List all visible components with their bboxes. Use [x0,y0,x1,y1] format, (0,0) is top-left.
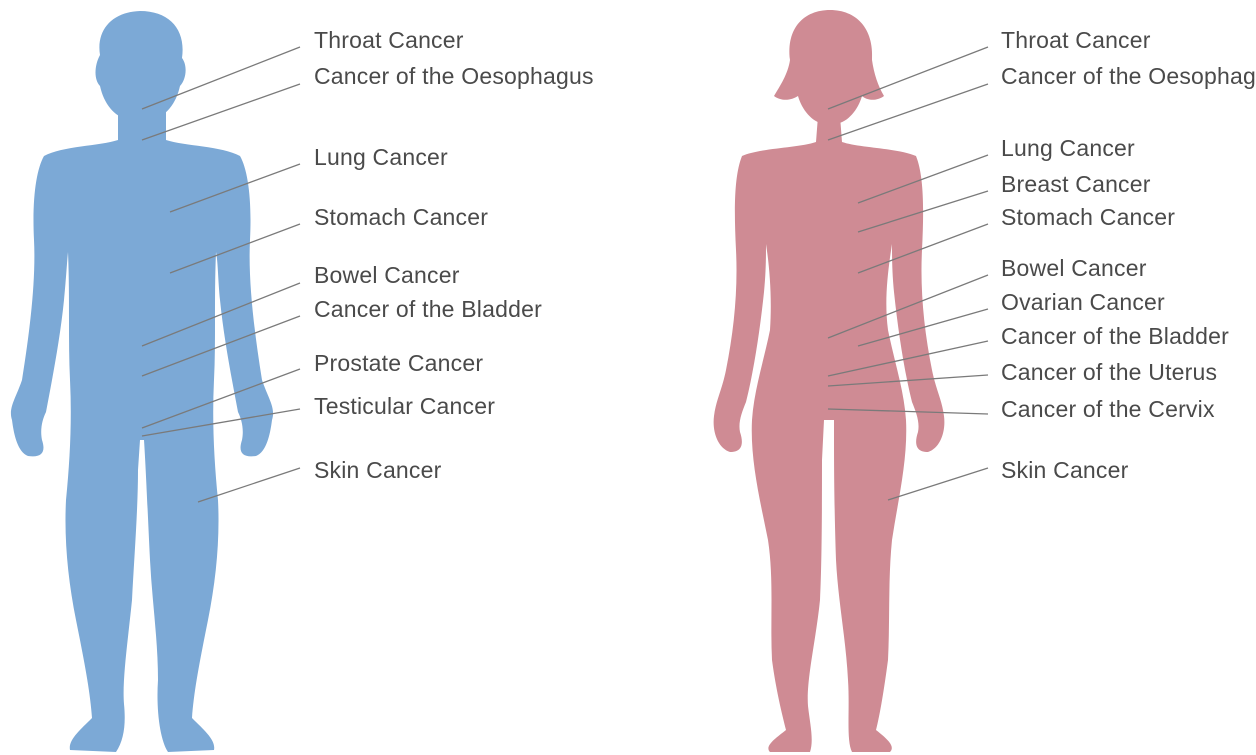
female-cancer-label: Skin Cancer [1001,457,1129,483]
male-cancer-label: Cancer of the Bladder [314,296,542,322]
female-cancer-label: Cancer of the Bladder [1001,323,1229,349]
male-cancer-label: Lung Cancer [314,144,448,170]
female-cancer-label: Cancer of the Oesophagus [1001,63,1256,89]
male-cancer-label: Cancer of the Oesophagus [314,63,594,89]
male-cancer-label: Prostate Cancer [314,350,483,376]
female-head [774,10,884,124]
male-cancer-label: Testicular Cancer [314,393,495,419]
male-cancer-label: Bowel Cancer [314,262,460,288]
male-cancer-label: Skin Cancer [314,457,442,483]
male-body-silhouette [11,11,273,752]
male-cancer-label: Throat Cancer [314,27,464,53]
male-head [96,11,186,120]
female-cancer-label: Cancer of the Uterus [1001,359,1217,385]
female-cancer-label: Throat Cancer [1001,27,1151,53]
male-torso [11,110,273,752]
female-cancer-label: Bowel Cancer [1001,255,1147,281]
female-cancer-label: Breast Cancer [1001,171,1151,197]
female-cancer-label: Cancer of the Cervix [1001,396,1215,422]
female-cancer-label: Stomach Cancer [1001,204,1175,230]
male-cancer-label: Stomach Cancer [314,204,488,230]
female-torso [714,116,945,752]
female-cancer-label: Lung Cancer [1001,135,1135,161]
female-cancer-label: Ovarian Cancer [1001,289,1165,315]
